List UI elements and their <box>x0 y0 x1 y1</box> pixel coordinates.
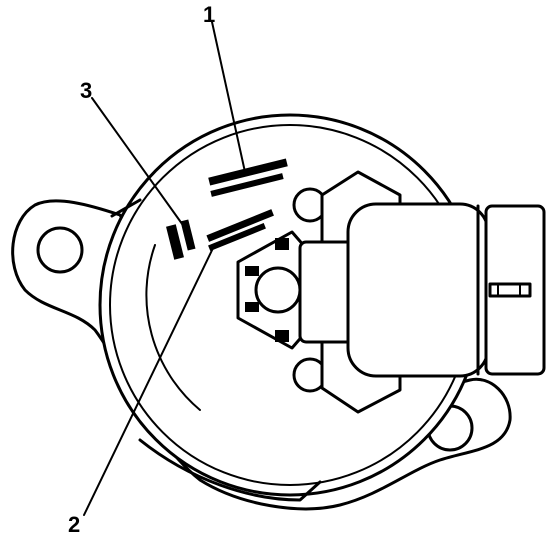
leader-line-3 <box>91 97 186 229</box>
leader-line-1 <box>211 21 246 173</box>
left-mounting-hole <box>36 226 84 274</box>
flange-lower-edge <box>138 438 322 502</box>
connector-body <box>346 202 490 378</box>
housing-inner-arc <box>145 244 201 411</box>
callout-3: 3 <box>80 78 92 103</box>
flange-left-edge <box>110 198 142 218</box>
stamped-marking-1 <box>208 158 288 197</box>
stamped-marking-2 <box>206 209 274 252</box>
connector-latch-tab <box>488 282 532 298</box>
callout-1: 1 <box>203 2 215 27</box>
callout-2: 2 <box>68 512 80 537</box>
leader-line-2 <box>83 243 216 516</box>
